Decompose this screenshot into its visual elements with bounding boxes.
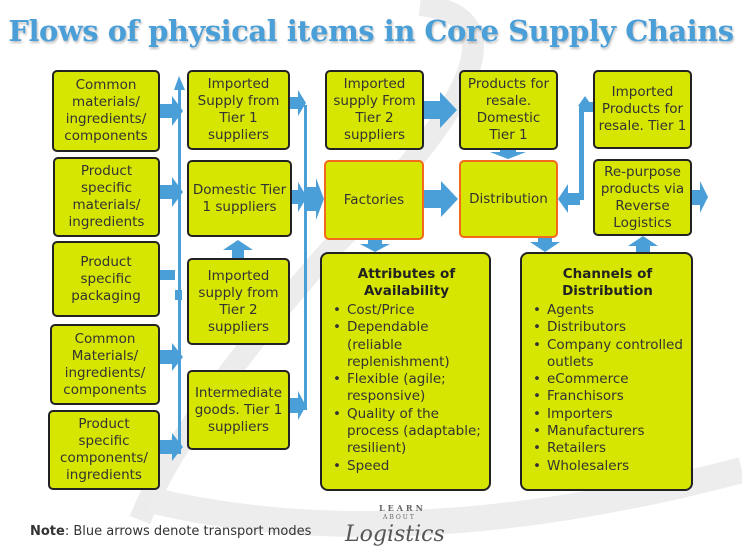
arrow-line — [178, 84, 181, 454]
arrow — [490, 148, 526, 159]
arrow — [174, 76, 185, 90]
arrow — [692, 181, 708, 213]
list-item: Wholesalers — [533, 458, 683, 476]
box-imported-tier2: Imported supply from Tier 2 suppliers — [187, 258, 290, 345]
box-factories: Factories — [324, 160, 424, 240]
note-text: : Blue arrows denote transport modes — [64, 524, 312, 539]
arrow — [579, 102, 593, 200]
attributes-of-availability-panel: Attributes of Availability Cost/Price De… — [320, 252, 491, 491]
arrow — [290, 391, 306, 420]
logo-learn: LEARN — [379, 503, 426, 513]
box-intermediate-goods: Intermediate goods. Tier 1 suppliers — [187, 370, 290, 450]
arrow — [360, 240, 390, 252]
list-item: Agents — [533, 302, 683, 320]
footnote: Note: Blue arrows denote transport modes — [30, 524, 311, 540]
arrow — [306, 178, 324, 220]
list-item: Manufacturers — [533, 423, 683, 441]
list-item: Flexible (agile; responsive) — [333, 371, 481, 406]
box-imported-products: Imported Products for resale. Tier 1 — [593, 70, 692, 149]
attributes-heading: Attributes of Availability — [357, 266, 456, 299]
arrow — [578, 96, 592, 106]
list-item: Speed — [333, 458, 481, 476]
arrow — [160, 177, 183, 207]
box-product-specific-packaging: Product specific packaging — [52, 241, 160, 317]
learn-about-logistics-logo: LEARN ABOUT Logistics — [345, 504, 455, 554]
box-imported-tier1: Imported Supply from Tier 1 suppliers — [187, 70, 290, 150]
arrow — [160, 433, 183, 461]
list-item: eCommerce — [533, 371, 683, 389]
arrow-line — [304, 105, 307, 410]
list-item: Franchisors — [533, 388, 683, 406]
box-products-for-resale: Products for resale. Domestic Tier 1 — [459, 70, 558, 150]
arrow — [558, 184, 580, 213]
arrow — [290, 90, 306, 116]
list-item: Retailers — [533, 440, 683, 458]
box-common-materials-2: Common Materials/ ingredients/ component… — [50, 324, 160, 405]
arrow — [160, 96, 183, 126]
box-product-specific-materials: Product specific materials/ ingredients — [53, 157, 160, 237]
list-item: Quality of the process (adaptable; resil… — [333, 406, 481, 458]
list-item: Dependable (reliable replenishment) — [333, 319, 481, 371]
box-imported-supply-tier2: Imported supply From Tier 2 suppliers — [325, 70, 424, 150]
list-item: Cost/Price — [333, 302, 481, 320]
arrow — [628, 236, 658, 252]
channels-heading: Channels of Distribution — [562, 266, 653, 299]
arrow — [530, 238, 560, 252]
arrow — [290, 182, 307, 212]
logo-about: ABOUT — [383, 514, 416, 521]
box-repurpose: Re-purpose products via Reverse Logistic… — [593, 159, 692, 236]
channels-of-distribution-panel: Channels of Distribution Agents Distribu… — [520, 252, 693, 491]
box-domestic-tier1: Domestic Tier 1 suppliers — [187, 160, 292, 237]
list-item: Importers — [533, 406, 683, 424]
box-common-materials: Common materials/ ingredients/ component… — [52, 70, 160, 152]
box-distribution: Distribution — [459, 160, 558, 238]
note-label: Note — [30, 524, 65, 539]
list-item: Company controlled outlets — [533, 337, 683, 372]
box-product-specific-components: Product specific components/ ingredients — [48, 410, 160, 490]
arrow — [160, 270, 182, 300]
list-item: Distributors — [533, 319, 683, 337]
arrow — [223, 240, 253, 258]
arrow — [423, 181, 458, 217]
arrow — [423, 92, 457, 128]
logo-logistics: Logistics — [345, 522, 445, 547]
arrow — [160, 343, 183, 371]
page-title: Flows of physical items in Core Supply C… — [8, 14, 734, 48]
